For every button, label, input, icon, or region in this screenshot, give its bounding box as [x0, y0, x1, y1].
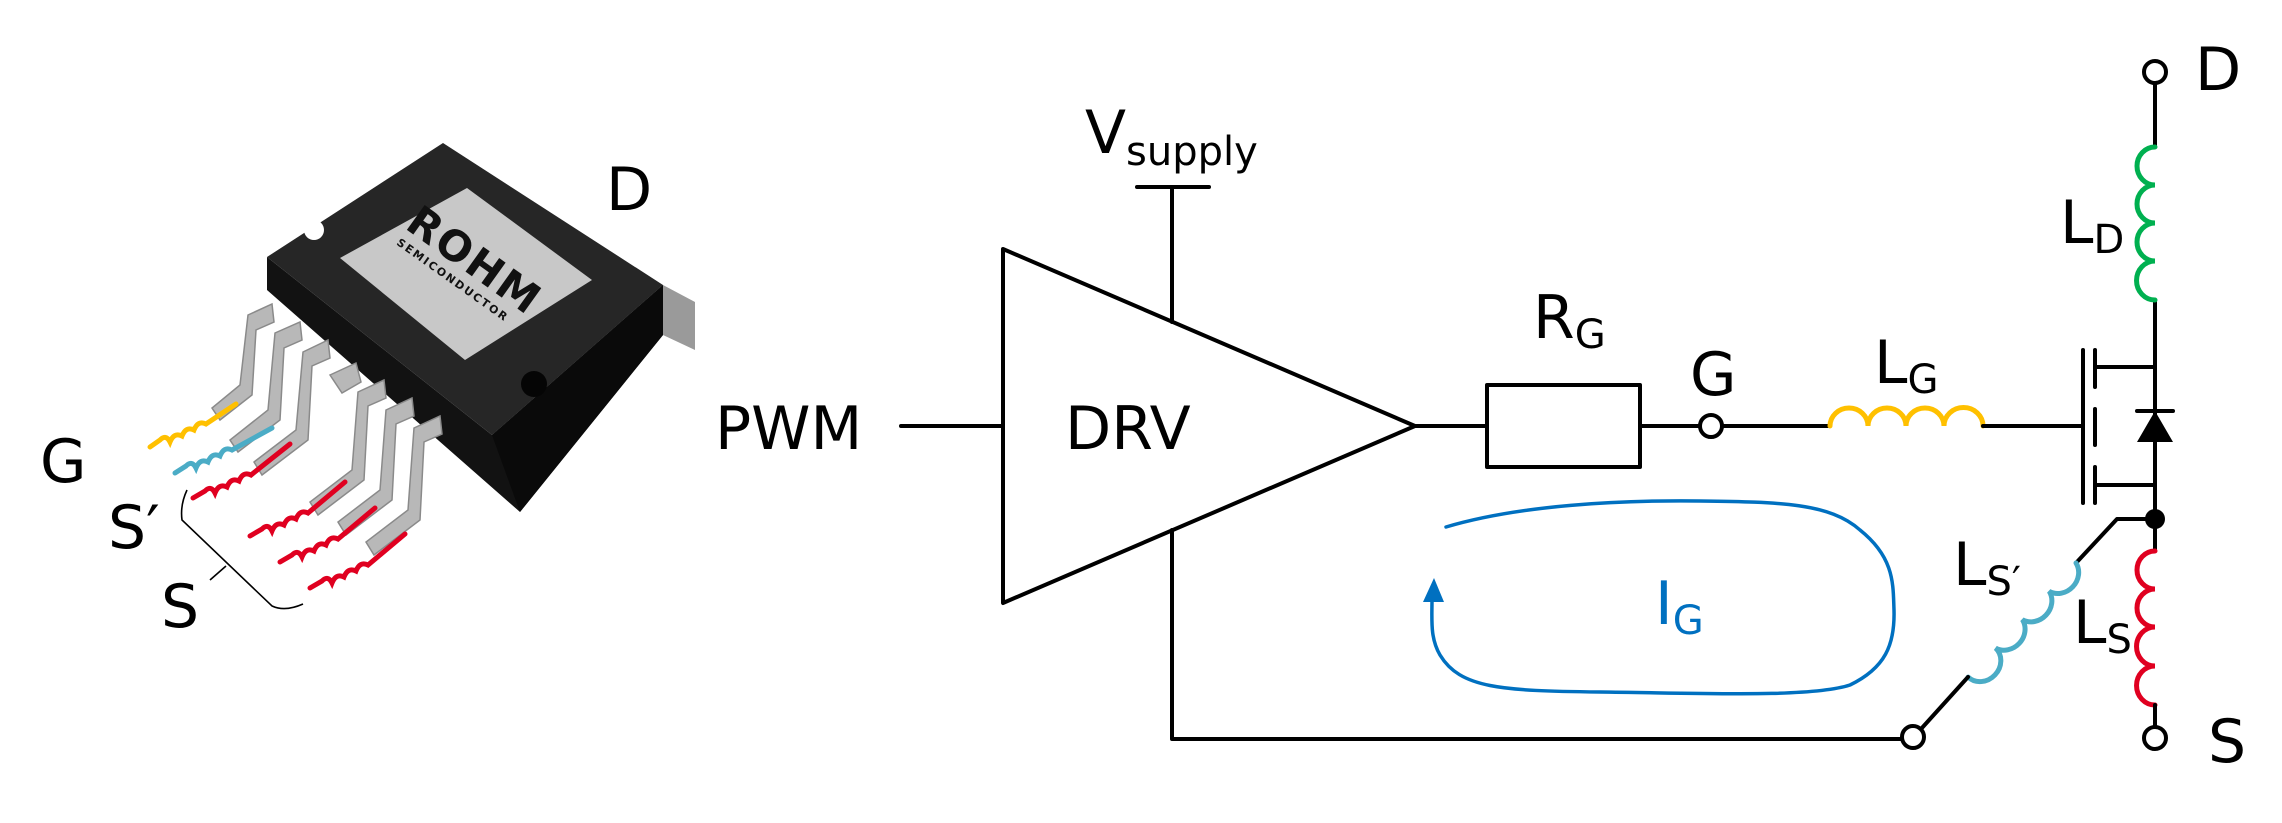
lead-6 [337, 396, 415, 537]
gate-current-label-sub: G [1673, 598, 1704, 644]
source-inductor-label: LS [2073, 588, 2132, 663]
package-label-source: S [161, 572, 199, 642]
source-lead-inductance-4 [307, 531, 408, 591]
gate-resistor [1485, 383, 1642, 469]
gate-lead-inductance [147, 401, 239, 450]
kelvin-lead-inductance [172, 425, 275, 476]
kelvin-wire-upper [2074, 517, 2157, 565]
package-label-drain: D [606, 155, 652, 225]
source-lead-inductance-1 [190, 441, 293, 501]
package-label-gate: G [40, 427, 87, 497]
gate-resistor-label-main: R [1533, 283, 1575, 353]
source-lead-inductance-3 [277, 505, 378, 565]
driver-return-wire [1170, 528, 1904, 741]
lead-2 [228, 320, 303, 454]
to263-package: ROHM SEMICONDUCTOR D G S′ S [40, 143, 695, 642]
gate-resistor-label-sub: G [1575, 312, 1606, 358]
package-body-right [492, 285, 663, 512]
body-diode-triangle [2137, 411, 2173, 442]
gate-terminal-label: G [1690, 340, 1737, 410]
drain-inductor-label-sub: D [2093, 217, 2124, 263]
driver-symbol [1001, 247, 1417, 605]
source-terminal [2142, 725, 2168, 751]
lead-1 [210, 302, 275, 422]
supply-label-sub: supply [1126, 129, 1258, 175]
gate-inductor-label-main: L [1874, 328, 1908, 398]
package-heat-tab [663, 285, 695, 350]
mosfet-symbol [2081, 298, 2175, 521]
supply-label: Vsupply [1085, 98, 1258, 175]
kelvin-inductor-label-main: L [1953, 530, 1987, 600]
lead-7 [365, 414, 443, 557]
gate-drive-schematic: PWM DRV Vsupply RG G LG [715, 35, 2246, 777]
supply-label-main: V [1085, 98, 1126, 168]
source-lead-inductance-2 [247, 479, 348, 539]
gate-terminal [1698, 413, 1724, 439]
source-pins-bracket-tick [209, 565, 227, 581]
package-leads [210, 302, 443, 557]
source-inductor-label-sub: S [2106, 617, 2131, 663]
source-pins-bracket [180, 489, 304, 610]
gate-inductor-label: LG [1874, 328, 1938, 403]
gate-inductor [1827, 405, 1986, 429]
gate-resistor-label: RG [1533, 283, 1606, 358]
package-notch-left [304, 220, 324, 240]
package-label-kelvin-source: S′ [108, 493, 160, 563]
gate-current-arrow-icon [1423, 578, 1444, 602]
gate-current-label: IG [1655, 569, 1704, 644]
kelvin-inductor-label: LS′ [1953, 530, 2021, 605]
gate-inductor-label-sub: G [1907, 357, 1938, 403]
drain-inductor [2134, 144, 2158, 303]
gate-current-label-main: I [1655, 569, 1673, 639]
pwm-label: PWM [715, 394, 862, 464]
lead-5 [309, 378, 387, 517]
drain-inductor-label: LD [2060, 188, 2124, 263]
kelvin-wire-lower [1919, 675, 1970, 731]
package-notch-right [521, 371, 547, 397]
source-inductor [2134, 548, 2158, 708]
source-inductor-label-main: L [2073, 588, 2107, 658]
kelvin-inductor-label-sub: S′ [1986, 559, 2020, 605]
lead-3 [253, 338, 331, 477]
gate-current-loop [1430, 499, 1896, 696]
drain-terminal-label: D [2195, 35, 2241, 105]
kelvin-source-terminal [1900, 724, 1926, 750]
kelvin-inductor [1965, 560, 2082, 685]
drain-terminal [2142, 59, 2168, 85]
package-label-plate [340, 188, 592, 360]
driver-label: DRV [1065, 394, 1191, 464]
source-terminal-label: S [2208, 707, 2246, 777]
drain-inductor-label-main: L [2060, 188, 2094, 258]
lead-4-cut [328, 361, 362, 395]
